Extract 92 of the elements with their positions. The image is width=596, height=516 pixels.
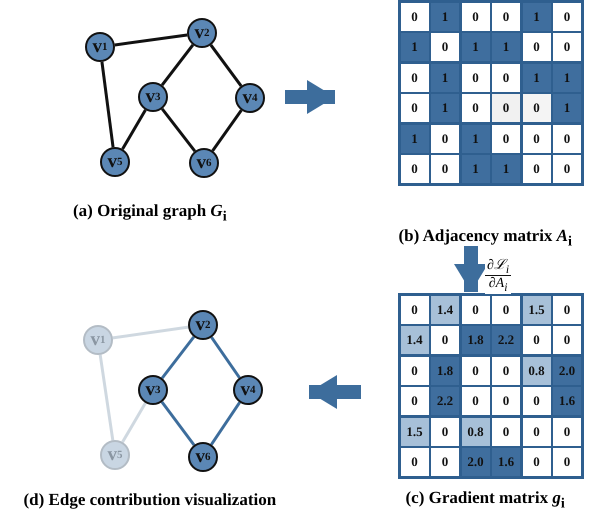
matrix-cell: 0 — [400, 2, 428, 30]
matrix-cell: 0 — [522, 418, 550, 446]
matrix-cell: 2.2 — [431, 387, 459, 415]
graph-edge — [160, 401, 196, 446]
matrix-cell: 1 — [400, 124, 428, 152]
matrix-cell: 1.4 — [431, 296, 459, 324]
matrix-cell: 0 — [400, 387, 428, 415]
matrix-cell: 0 — [400, 296, 428, 324]
matrix-cell: 0 — [492, 356, 520, 384]
panel-caption: (b) Adjacency matrix A$_{i}$ — [398, 226, 572, 250]
graph-edge — [160, 108, 196, 152]
matrix-cell: 0 — [522, 94, 550, 122]
matrix-cell: 1 — [400, 33, 428, 61]
matrix-cell: 0 — [522, 326, 550, 354]
matrix-cell: 0 — [553, 2, 581, 30]
matrix-cell: 0 — [492, 2, 520, 30]
matrix-cell: 0 — [462, 296, 490, 324]
matrix-cell: 1 — [431, 94, 459, 122]
matrix-cell: 1 — [553, 64, 581, 92]
matrix-cell: 1 — [462, 155, 490, 183]
matrix-cell: 0 — [431, 124, 459, 152]
matrix-cell: 2.0 — [462, 448, 490, 476]
block-arrow — [285, 80, 335, 114]
graph-edge — [211, 109, 243, 152]
matrix-cell: 1 — [492, 155, 520, 183]
block-arrow — [309, 375, 361, 409]
matrix-cell: 1 — [522, 2, 550, 30]
graph-edge — [160, 336, 196, 380]
matrix-cell: 0 — [553, 33, 581, 61]
matrix-cell: 1.4 — [400, 326, 428, 354]
matrix-cell: 0 — [522, 387, 550, 415]
matrix-cell: 1.8 — [431, 356, 459, 384]
matrix-cell: 0 — [462, 387, 490, 415]
matrix-cell: 0 — [492, 418, 520, 446]
matrix-cell: 0 — [462, 2, 490, 30]
matrix-cell: 0 — [400, 94, 428, 122]
matrix-cell: 1.5 — [522, 296, 550, 324]
matrix-cell: 0 — [431, 155, 459, 183]
graph-edge — [210, 402, 241, 446]
graph-edge — [210, 44, 242, 87]
matrix-cell: 0 — [431, 418, 459, 446]
matrix-cell: 0 — [462, 64, 490, 92]
matrix-cell: 0 — [462, 94, 490, 122]
matrix-cell: 1 — [462, 33, 490, 61]
matrix-cell: 1 — [492, 33, 520, 61]
matrix-cell: 1.8 — [462, 326, 490, 354]
matrix-cell: 1 — [553, 94, 581, 122]
panel-caption: (c) Gradient matrix g$_{i}$ — [406, 488, 565, 512]
matrix-cell: 1 — [522, 64, 550, 92]
graph-edge — [121, 109, 147, 150]
matrix-cell: 0 — [522, 155, 550, 183]
matrix-cell: 2.2 — [492, 326, 520, 354]
matrix-cell: 0 — [553, 124, 581, 152]
matrix-cell: 0 — [492, 387, 520, 415]
graph-edge — [121, 402, 147, 443]
matrix-cell: 0.8 — [462, 418, 490, 446]
matrix-cell: 0 — [553, 155, 581, 183]
matrix-cell: 0 — [400, 155, 428, 183]
matrix-cell: 0 — [431, 33, 459, 61]
matrix-cell: 0 — [522, 124, 550, 152]
matrix-cell: 0 — [462, 356, 490, 384]
matrix-cell: 0 — [431, 448, 459, 476]
matrix-cell: 1.5 — [400, 418, 428, 446]
matrix-cell: 0 — [492, 94, 520, 122]
graph-edge — [160, 44, 194, 86]
matrix-cell: 1 — [431, 64, 459, 92]
matrix-cell: 0 — [553, 418, 581, 446]
matrix-cell: 0 — [492, 64, 520, 92]
matrix-cell: 0 — [400, 356, 428, 384]
matrix-cell: 0 — [492, 124, 520, 152]
matrix-cell: 1.6 — [492, 448, 520, 476]
matrix-cell: 0 — [522, 448, 550, 476]
matrix-cell: 0 — [400, 64, 428, 92]
graph-edge — [112, 326, 188, 340]
matrix-cell: 0 — [553, 296, 581, 324]
matrix-cell: 1 — [431, 2, 459, 30]
graph-edge — [100, 62, 115, 148]
graph-edge — [98, 354, 114, 440]
matrix-cell: 0.8 — [522, 356, 550, 384]
matrix-cell: 1 — [462, 124, 490, 152]
matrix-cell: 0 — [522, 33, 550, 61]
graph-edge — [114, 34, 188, 46]
panel-caption: (d) Edge contribution visualization — [24, 490, 276, 510]
matrix-cell: 0 — [553, 448, 581, 476]
matrix-cell: 1.6 — [553, 387, 581, 415]
panel-caption: (a) Original graph G$_{i}$ — [73, 201, 227, 226]
matrix-cell: 2.0 — [553, 356, 581, 384]
matrix-cell: 0 — [431, 326, 459, 354]
matrix-cell: 0 — [553, 326, 581, 354]
matrix-cell: 0 — [492, 296, 520, 324]
matrix-cell: 0 — [400, 448, 428, 476]
graph-edge — [210, 336, 241, 379]
